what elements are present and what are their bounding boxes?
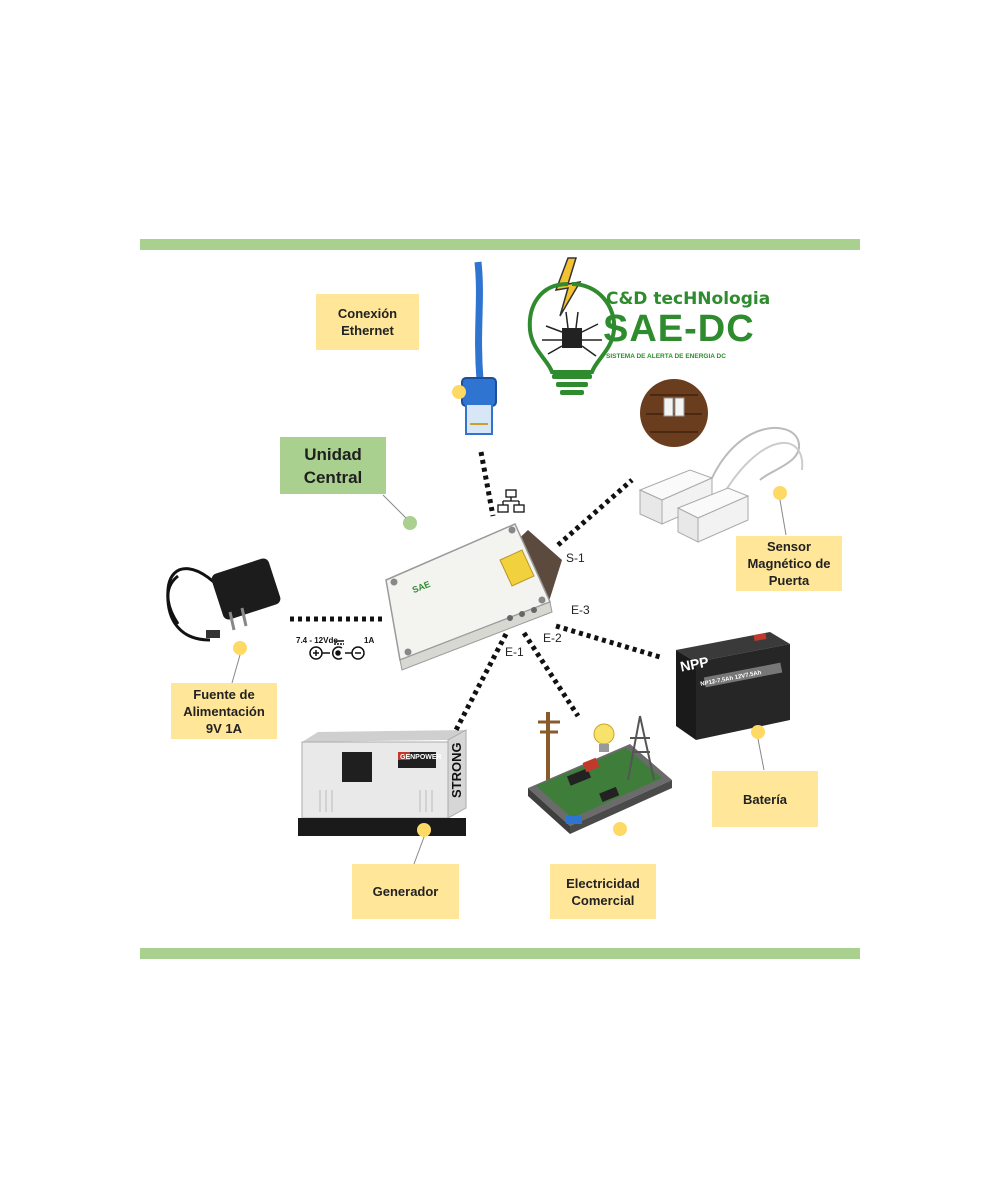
link-grid [521,631,581,718]
link-ethernet [478,451,496,517]
grid-marker-dot [613,822,627,836]
polarity-symbol-icon [309,640,365,660]
ethernet-marker-dot [452,385,466,399]
label-ethernet: Conexión Ethernet [316,294,419,350]
port-e1: E-1 [505,645,524,659]
central-marker-dot [403,516,417,530]
logo-tagline: SISTEMA DE ALERTA DE ENERGIA DC [606,353,726,360]
port-e3: E-3 [571,603,590,617]
power-spec-current: 1A [364,636,375,645]
link-battery [555,623,661,660]
logo-bulb-icon [527,257,617,395]
generator-leader-line [413,836,425,865]
battery-icon [676,632,790,740]
magnetic-sensor-icon [638,427,804,543]
power-adapter-icon [166,558,281,642]
sensor-leader-line [779,499,787,536]
central-unit-box-icon [385,523,562,671]
central-leader-line [382,494,407,519]
commercial-electricity-icon [528,712,672,834]
label-battery: Batería [712,771,818,827]
label-power-supply: Fuente de Alimentación 9V 1A [171,683,277,739]
battery-leader-line [757,738,765,771]
label-central-unit: Unidad Central [280,437,386,494]
power-marker-dot [233,641,247,655]
port-e2: E-2 [543,631,562,645]
generator-marker-dot [417,823,431,837]
generator-brand: GENPOWER [400,754,442,761]
battery-marker-dot [751,725,765,739]
connection-lines [290,451,661,732]
sensor-marker-dot [773,486,787,500]
link-generator [453,632,509,732]
ethernet-cable-icon [461,261,497,435]
label-door-sensor: Sensor Magnético de Puerta [736,536,842,591]
logo-product: SAE-DC [603,308,755,350]
top-divider-bar [140,239,860,250]
label-generator: Generador [352,864,459,919]
power-spec-voltage: 7.4 - 12Vdc [296,636,338,645]
port-s1: S-1 [566,551,585,565]
network-icon [497,489,525,513]
bottom-divider-bar [140,948,860,959]
generator-model: STRONG [449,742,464,798]
door-sensor-photo-icon [640,379,708,447]
label-commercial-electricity: Electricidad Comercial [550,864,656,919]
logo-brand: C&D tecHNologia [606,289,771,309]
generator-icon [298,729,467,836]
power-leader-line [231,654,241,684]
link-sensor [556,478,634,547]
